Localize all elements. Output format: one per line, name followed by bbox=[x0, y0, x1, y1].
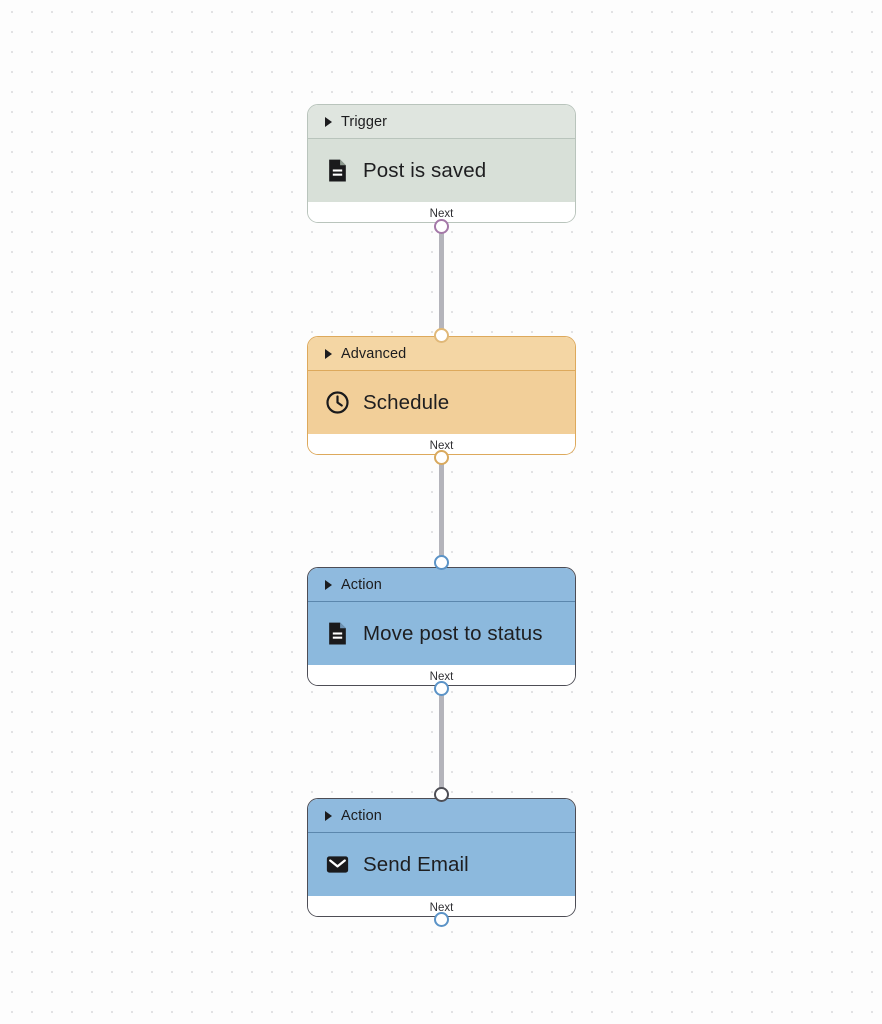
port-advanced-in[interactable] bbox=[434, 328, 449, 343]
port-send-email-out[interactable] bbox=[434, 912, 449, 927]
chevron-right-icon[interactable] bbox=[325, 348, 332, 359]
node-send-email-next-label[interactable]: Next bbox=[308, 896, 575, 916]
connector-trigger-to-advanced bbox=[439, 226, 444, 334]
document-icon bbox=[329, 622, 346, 645]
port-trigger-out[interactable] bbox=[434, 219, 449, 234]
node-send-email-category: Action bbox=[341, 807, 382, 824]
node-action-move-header[interactable]: Action bbox=[308, 568, 575, 602]
node-action-move-post-to-status[interactable]: Action Move post to status Next bbox=[307, 567, 576, 686]
node-send-email-header[interactable]: Action bbox=[308, 799, 575, 833]
connector-action-move-to-send-email bbox=[439, 689, 444, 797]
node-action-move-title: Move post to status bbox=[363, 621, 543, 645]
node-send-email-body[interactable]: Send Email bbox=[308, 833, 575, 896]
port-action-move-out[interactable] bbox=[434, 681, 449, 696]
port-send-email-in[interactable] bbox=[434, 787, 449, 802]
node-advanced-schedule[interactable]: Advanced Schedule Next bbox=[307, 336, 576, 455]
node-trigger-next-label[interactable]: Next bbox=[308, 202, 575, 222]
port-advanced-out[interactable] bbox=[434, 450, 449, 465]
node-trigger-category: Trigger bbox=[341, 113, 388, 130]
node-action-send-email[interactable]: Action Send Email Next bbox=[307, 798, 576, 917]
port-action-move-in[interactable] bbox=[434, 555, 449, 570]
node-send-email-title: Send Email bbox=[363, 852, 469, 876]
envelope-icon bbox=[326, 856, 349, 873]
node-trigger-post-is-saved[interactable]: Trigger Post is saved Next bbox=[307, 104, 576, 223]
connector-advanced-to-action-move bbox=[439, 458, 444, 566]
node-trigger-header[interactable]: Trigger bbox=[308, 105, 575, 139]
node-trigger-title: Post is saved bbox=[363, 158, 487, 182]
node-action-move-next-label[interactable]: Next bbox=[308, 665, 575, 685]
node-advanced-next-label[interactable]: Next bbox=[308, 434, 575, 454]
node-advanced-category: Advanced bbox=[341, 345, 407, 362]
chevron-right-icon[interactable] bbox=[325, 810, 332, 821]
chevron-right-icon[interactable] bbox=[325, 579, 332, 590]
clock-icon bbox=[326, 391, 349, 414]
node-action-move-body[interactable]: Move post to status bbox=[308, 602, 575, 665]
node-advanced-title: Schedule bbox=[363, 390, 450, 414]
node-trigger-body[interactable]: Post is saved bbox=[308, 139, 575, 202]
document-icon bbox=[329, 159, 346, 182]
node-advanced-body[interactable]: Schedule bbox=[308, 371, 575, 434]
chevron-right-icon[interactable] bbox=[325, 116, 332, 127]
node-action-move-category: Action bbox=[341, 576, 382, 593]
